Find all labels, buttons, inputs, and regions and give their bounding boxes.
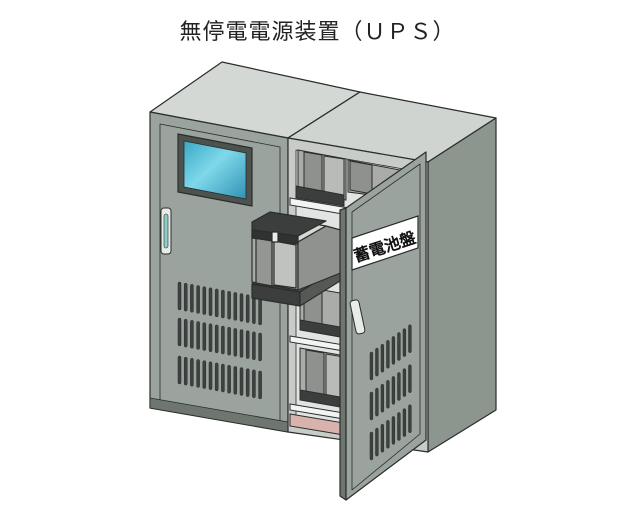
vent-slot <box>380 383 385 413</box>
vent-slot <box>258 370 262 400</box>
vent-slot <box>227 364 231 394</box>
vent-slot <box>214 324 219 354</box>
vent-slot <box>386 420 390 449</box>
vent-slot <box>245 330 250 359</box>
vent-slot <box>183 282 188 312</box>
vent-slot <box>221 325 225 355</box>
vent-slot <box>177 355 182 385</box>
vent-slot <box>386 340 390 369</box>
vent-slot <box>239 367 244 396</box>
vent-slot <box>196 285 200 314</box>
vent-slot <box>402 328 407 357</box>
vent-slot <box>227 290 231 320</box>
vent-slot <box>202 322 207 351</box>
vent-slot <box>408 404 412 433</box>
vent-slot <box>252 295 256 325</box>
vent-slot <box>196 359 200 388</box>
vent-grille-left <box>177 281 262 400</box>
vent-slot <box>408 324 412 353</box>
vent-slot <box>369 391 374 421</box>
vent-slot <box>245 368 250 397</box>
vent-slot <box>375 387 379 417</box>
display-screen <box>177 133 253 207</box>
vent-slot <box>369 431 374 461</box>
vent-slot <box>208 323 213 352</box>
vent-slot <box>183 356 188 386</box>
vent-slot <box>239 293 244 322</box>
vent-slot <box>408 364 412 393</box>
vent-slot <box>252 331 256 361</box>
vent-slot <box>252 369 256 399</box>
vent-slot <box>183 318 188 348</box>
vent-slot <box>202 286 207 315</box>
vent-slot <box>380 343 385 373</box>
vent-slot <box>386 380 390 409</box>
vent-slot <box>227 326 231 356</box>
vent-slot <box>402 368 407 397</box>
vent-slot <box>221 289 225 319</box>
vent-slot <box>190 320 194 349</box>
vent-slot <box>233 366 238 395</box>
door-handle[interactable] <box>349 299 366 335</box>
vent-slot <box>375 427 379 457</box>
vent-slot <box>233 328 238 357</box>
vent-slot <box>190 358 194 387</box>
vent-slot <box>391 376 396 405</box>
vent-slot <box>391 416 396 445</box>
vent-slot <box>239 329 244 358</box>
cabinet-handle[interactable] <box>160 207 172 255</box>
vent-grille-door <box>369 324 412 461</box>
vent-slot <box>177 317 182 347</box>
vent-slot <box>397 332 401 361</box>
vent-slot <box>375 347 379 377</box>
right-cabinet-side <box>427 117 497 453</box>
vent-slot <box>208 361 213 390</box>
page-title: 無停電電源装置（ＵＰＳ） <box>179 20 456 45</box>
vent-slot <box>233 292 238 321</box>
vent-slot <box>258 296 262 326</box>
vent-slot <box>214 288 219 318</box>
vent-slot <box>369 351 374 381</box>
vent-slot <box>202 360 207 389</box>
vent-slot <box>391 336 396 365</box>
vent-slot <box>397 412 401 441</box>
vent-slot <box>397 372 401 401</box>
vent-slot <box>190 284 194 313</box>
vent-slot <box>208 287 213 316</box>
vent-slot <box>221 363 225 393</box>
vent-slot <box>177 281 182 311</box>
vent-slot <box>196 321 200 350</box>
vent-slot <box>245 294 250 323</box>
vent-slot <box>380 423 385 453</box>
vent-slot <box>258 332 262 362</box>
vent-slot <box>402 408 407 437</box>
vent-slot <box>214 362 219 392</box>
